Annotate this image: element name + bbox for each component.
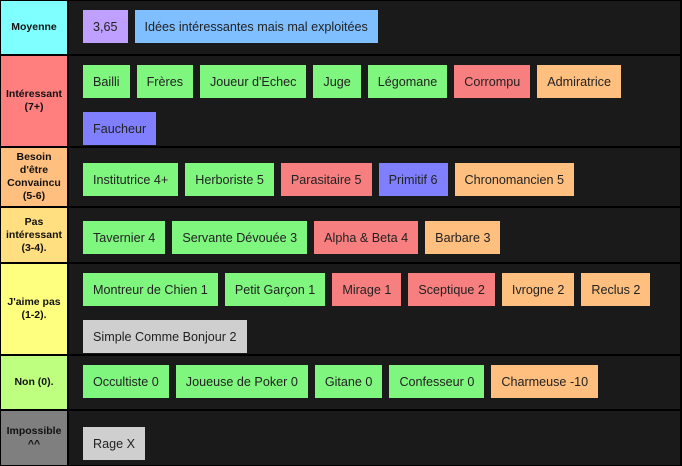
tier-items: Institutrice 4+ Herboriste 5 Parasitaire…: [69, 148, 680, 206]
tier-item[interactable]: Mirage 1: [332, 273, 402, 306]
tier-label-line: Non (0).: [14, 376, 54, 388]
tier-item[interactable]: Ivrogne 2: [501, 273, 575, 306]
tier-label-line: Pas: [24, 215, 44, 228]
tier-row: J'aime pas (1-2). Montreur de Chien 1 Pe…: [0, 263, 682, 355]
tier-label: Non (0).: [1, 356, 67, 409]
tier-item[interactable]: Occultiste 0: [83, 365, 169, 398]
tier-row: Non (0). Occultiste 0 Joueuse de Poker 0…: [0, 355, 682, 410]
tier-item[interactable]: Bailli: [83, 65, 130, 98]
tier-item[interactable]: Chronomancien 5: [454, 163, 574, 196]
tier-label: Intéressant (7+): [1, 56, 67, 146]
tier-label-line: ^^: [27, 438, 41, 450]
tier-item[interactable]: Herboriste 5: [185, 163, 274, 196]
tier-item[interactable]: Simple Comme Bonjour 2: [83, 320, 247, 353]
tier-label-line: (1-2).: [21, 309, 47, 321]
tier-item[interactable]: Reclus 2: [581, 273, 651, 306]
tier-item[interactable]: Joueuse de Poker 0: [175, 365, 308, 398]
tier-item[interactable]: Montreur de Chien 1: [83, 273, 218, 306]
tier-label-line: (7+): [24, 101, 44, 113]
tier-item[interactable]: Institutrice 4+: [83, 163, 179, 196]
tier-label: Besoin d'être Convaincu (5-6): [1, 148, 67, 206]
tier-items: Montreur de Chien 1 Petit Garçon 1 Mirag…: [69, 264, 680, 354]
tier-label: Impossible ^^: [1, 411, 67, 465]
tier-item[interactable]: Faucheur: [83, 112, 157, 145]
tier-item[interactable]: Petit Garçon 1: [224, 273, 326, 306]
tier-label-line: (3-4).: [21, 241, 47, 254]
tier-label: J'aime pas (1-2).: [1, 264, 67, 354]
tier-row: Intéressant (7+) Bailli Frères Joueur d'…: [0, 55, 682, 147]
tier-items: Tavernier 4 Servante Dévouée 3 Alpha & B…: [69, 208, 680, 262]
tier-label-line: (5-6): [22, 190, 46, 202]
tier-item[interactable]: Frères: [136, 65, 193, 98]
tier-item[interactable]: Légomane: [367, 65, 448, 98]
tier-label-line: Impossible: [6, 425, 62, 437]
tier-row: Besoin d'être Convaincu (5-6) Institutri…: [0, 147, 682, 207]
tier-items: 3,65 Idées intéressantes mais mal exploi…: [69, 1, 680, 54]
tier-item[interactable]: Confesseur 0: [389, 365, 485, 398]
tier-label-line: Intéressant: [5, 88, 63, 100]
tier-label-line: intéressant: [5, 228, 63, 241]
tier-item[interactable]: Sceptique 2: [408, 273, 495, 306]
tier-item[interactable]: Corrompu: [454, 65, 531, 98]
tier-item[interactable]: Charmeuse -10: [491, 365, 599, 398]
tier-item[interactable]: Rage X: [83, 427, 146, 460]
tier-item[interactable]: Tavernier 4: [83, 221, 166, 254]
tier-label-line: d'être: [19, 164, 49, 176]
tier-row: Impossible ^^ Rage X: [0, 410, 682, 466]
tier-item[interactable]: Gitane 0: [314, 365, 383, 398]
tier-row: Moyenne 3,65 Idées intéressantes mais ma…: [0, 0, 682, 55]
tier-items: Occultiste 0 Joueuse de Poker 0 Gitane 0…: [69, 356, 680, 409]
tier-label-line: Convaincu: [7, 177, 61, 189]
tier-item[interactable]: Servante Dévouée 3: [172, 221, 308, 254]
tier-items: Bailli Frères Joueur d'Echec Juge Légoma…: [69, 56, 680, 146]
tier-item[interactable]: Admiratrice: [537, 65, 621, 98]
tier-item[interactable]: Barbare 3: [425, 221, 501, 254]
tier-item[interactable]: Idées intéressantes mais mal exploitées: [134, 10, 378, 43]
tier-row: Pas intéressant (3-4). Tavernier 4 Serva…: [0, 207, 682, 263]
tier-item[interactable]: Joueur d'Echec: [200, 65, 307, 98]
tier-label-line: Moyenne: [11, 21, 57, 33]
tier-item[interactable]: Parasitaire 5: [280, 163, 372, 196]
tier-item[interactable]: Primitif 6: [378, 163, 448, 196]
tier-item[interactable]: Alpha & Beta 4: [314, 221, 419, 254]
tier-items: Rage X: [69, 411, 680, 465]
tier-label-line: Besoin: [16, 151, 52, 163]
tier-item[interactable]: 3,65: [83, 10, 128, 43]
tier-label: Moyenne: [1, 1, 67, 54]
tier-label: Pas intéressant (3-4).: [1, 208, 67, 262]
tier-label-line: J'aime pas: [7, 296, 61, 308]
tier-item[interactable]: Juge: [313, 65, 361, 98]
